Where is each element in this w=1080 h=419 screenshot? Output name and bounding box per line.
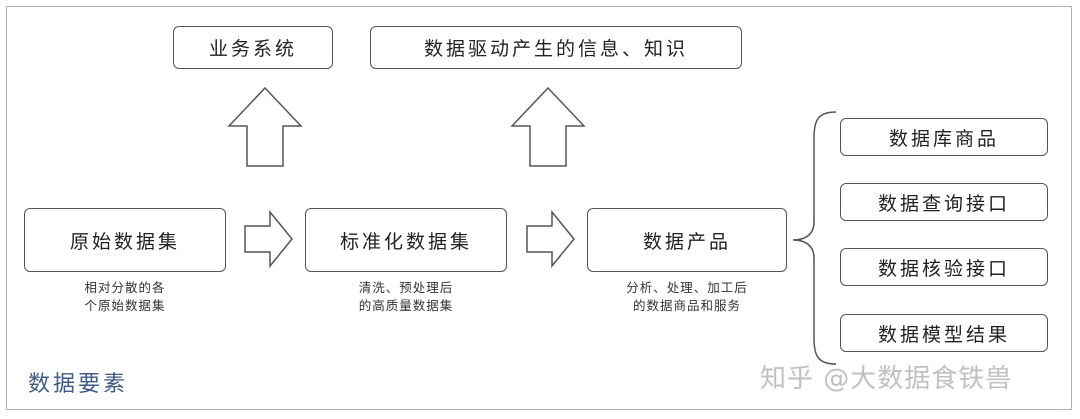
raw-dataset-desc: 相对分散的各 个原始数据集 <box>24 279 226 315</box>
product-data-verify-api-box: 数据核验接口 <box>840 248 1048 286</box>
standard-dataset-desc-line1: 清洗、预处理后 <box>358 280 454 295</box>
data-driven-info-box: 数据驱动产生的信息、知识 <box>370 26 742 69</box>
product-database-goods-label: 数据库商品 <box>888 127 999 150</box>
curly-brace <box>792 111 837 365</box>
up-arrow-business <box>227 86 303 167</box>
watermark-text: 知乎 @大数据食铁兽 <box>760 364 1013 394</box>
raw-dataset-label: 原始数据集 <box>69 230 180 253</box>
right-arrow-standard-to-product <box>526 209 575 269</box>
raw-dataset-box: 原始数据集 <box>24 208 226 272</box>
raw-dataset-desc-line1: 相对分散的各 <box>84 280 166 295</box>
business-system-box: 业务系统 <box>173 26 333 69</box>
data-product-label: 数据产品 <box>642 230 731 253</box>
raw-dataset-desc-line2: 个原始数据集 <box>84 298 166 313</box>
standard-dataset-desc: 清洗、预处理后 的高质量数据集 <box>305 279 507 315</box>
product-data-query-api-box: 数据查询接口 <box>840 183 1048 221</box>
product-data-model-result-box: 数据模型结果 <box>840 314 1048 352</box>
standard-dataset-desc-line2: 的高质量数据集 <box>358 298 454 313</box>
diagram-frame <box>6 6 1072 410</box>
standard-dataset-label: 标准化数据集 <box>339 230 472 253</box>
right-arrow-raw-to-standard <box>244 209 293 269</box>
product-data-model-result-label: 数据模型结果 <box>877 323 1010 346</box>
product-database-goods-box: 数据库商品 <box>840 118 1048 156</box>
data-product-box: 数据产品 <box>587 208 787 272</box>
data-product-desc-line2: 的数据商品和服务 <box>632 298 741 313</box>
up-arrow-info <box>510 86 586 167</box>
data-product-desc: 分析、处理、加工后 的数据商品和服务 <box>587 279 787 315</box>
data-driven-info-label: 数据驱动产生的信息、知识 <box>423 38 688 60</box>
diagram-caption: 数据要素 <box>28 372 129 397</box>
product-data-query-api-label: 数据查询接口 <box>877 192 1010 215</box>
product-data-verify-api-label: 数据核验接口 <box>877 257 1010 280</box>
business-system-label: 业务系统 <box>208 38 297 60</box>
standard-dataset-box: 标准化数据集 <box>305 208 507 272</box>
data-product-desc-line1: 分析、处理、加工后 <box>626 280 748 295</box>
